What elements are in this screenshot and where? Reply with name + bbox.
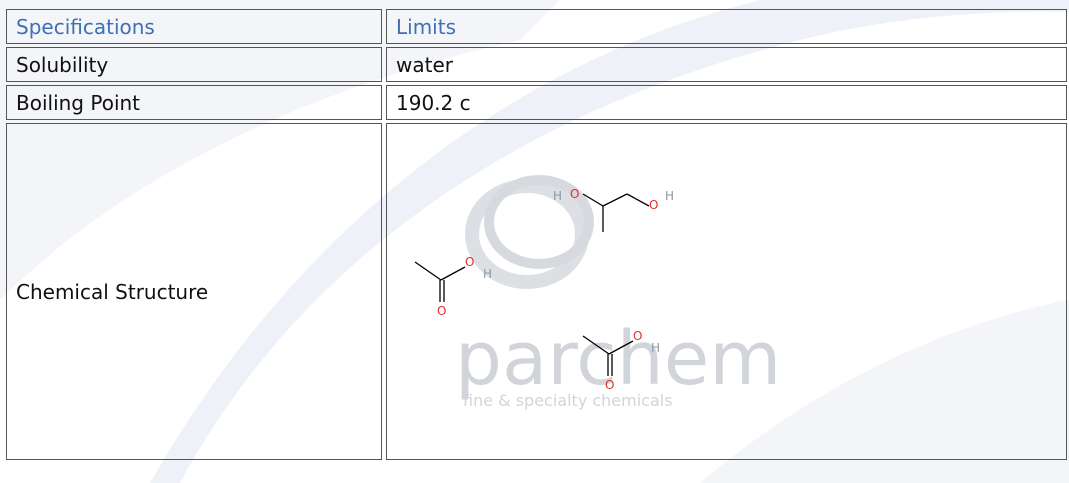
table-header-row: Specifications Limits [6, 9, 1067, 44]
atom-h: H [553, 189, 562, 203]
row-label-solubility: Solubility [6, 47, 382, 82]
atom-o: O [570, 187, 579, 201]
row-label-chemical-structure: Chemical Structure [6, 123, 382, 460]
atom-o: O [437, 304, 446, 318]
atom-o: O [465, 255, 474, 269]
row-label-boiling-point: Boiling Point [6, 85, 382, 120]
table-row: Solubility water [6, 47, 1067, 82]
atom-h: H [665, 189, 674, 203]
acetic-acid-molecule-1 [414, 261, 466, 302]
chemical-structure-drawing: parchem fine & specialty chemicals H O O… [414, 175, 781, 410]
watermark-brand: parchem [455, 316, 781, 402]
row-value-boiling-point: 190.2 c [386, 85, 1067, 120]
atom-h: H [651, 341, 660, 355]
atom-o: O [649, 198, 658, 212]
watermark-tagline: fine & specialty chemicals [463, 391, 673, 410]
header-limits: Limits [386, 9, 1067, 44]
chemical-structure-cell: parchem fine & specialty chemicals H O O… [386, 123, 1067, 460]
acetic-acid-molecule-2 [582, 335, 634, 376]
table-row: Boiling Point 190.2 c [6, 85, 1067, 120]
table-row-structure: Chemical Structure parchem fine & specia… [6, 123, 1067, 460]
atom-o: O [605, 378, 614, 392]
parchem-watermark: parchem fine & specialty chemicals [455, 175, 781, 410]
specifications-table: Specifications Limits Solubility water B… [2, 6, 1069, 463]
atom-o: O [633, 329, 642, 343]
propylene-glycol-molecule [582, 193, 650, 232]
row-value-solubility: water [386, 47, 1067, 82]
atom-h: H [483, 267, 492, 281]
header-specifications: Specifications [6, 9, 382, 44]
